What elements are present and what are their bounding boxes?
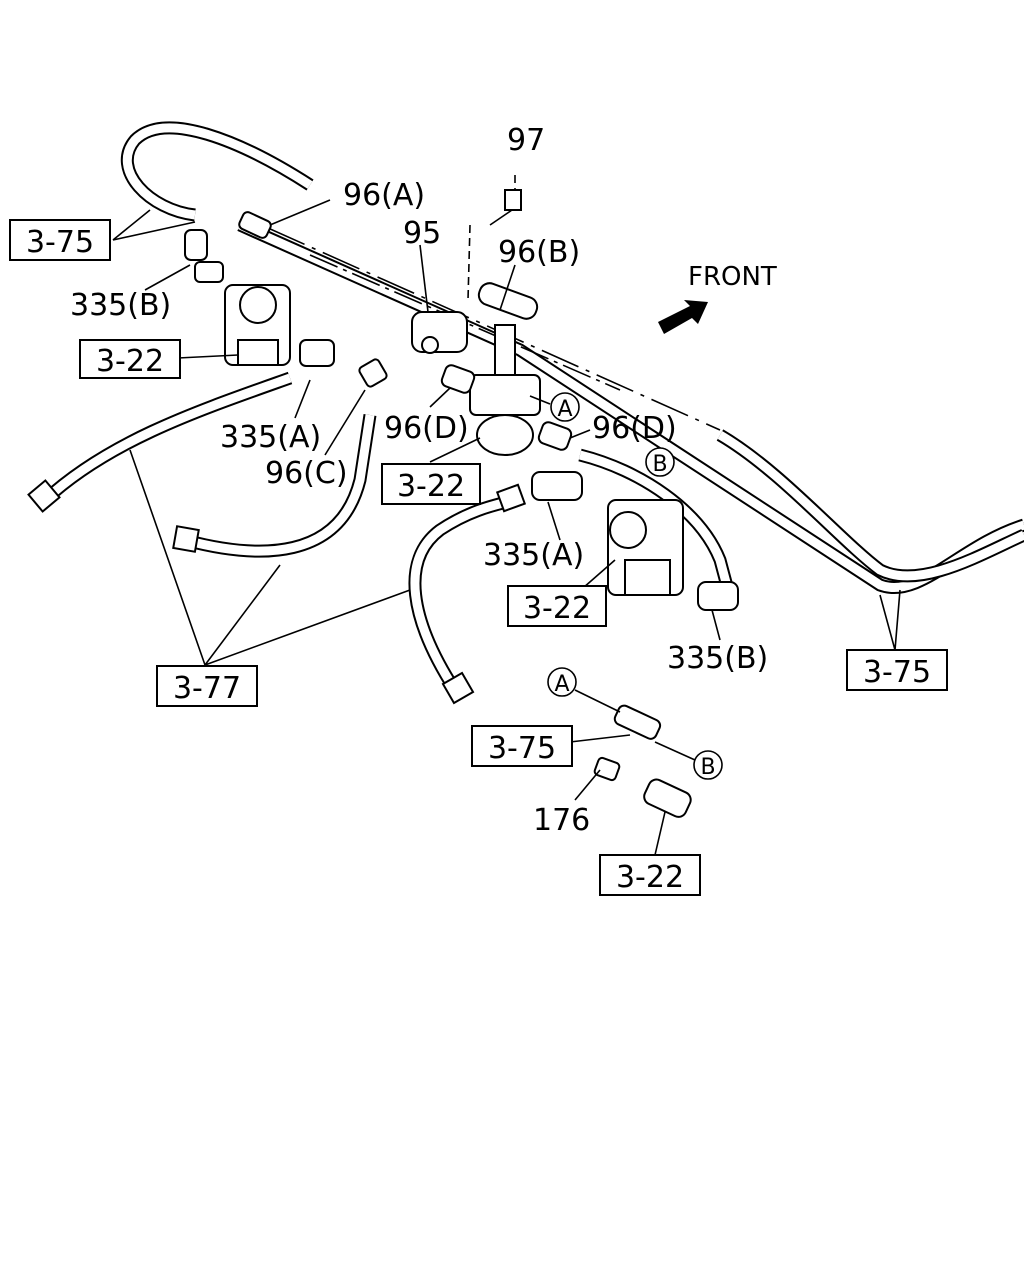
ref-box-3-75-right[interactable]: 3-75 xyxy=(846,649,948,691)
ref-box-3-75-bottom[interactable]: 3-75 xyxy=(471,725,573,767)
svg-text:3-75: 3-75 xyxy=(26,225,94,260)
connector-96b xyxy=(477,282,539,320)
label-335a-left: 335(A) xyxy=(220,420,321,455)
svg-text:3-77: 3-77 xyxy=(173,671,241,706)
ref-box-3-22-left[interactable]: 3-22 xyxy=(79,339,181,379)
front-direction-arrow: FRONT xyxy=(658,262,777,334)
label-176: 176 xyxy=(533,803,590,838)
air-line-main xyxy=(121,121,1024,594)
flex-hoses xyxy=(27,371,527,705)
leader-lines xyxy=(112,175,901,856)
label-335b-top: 335(B) xyxy=(70,288,171,323)
circle-a-bottom: A xyxy=(547,667,577,697)
label-96d-right: 96(D) xyxy=(592,411,677,446)
ref-box-3-22-right[interactable]: 3-22 xyxy=(507,585,607,627)
fittings xyxy=(184,211,739,818)
svg-text:3-75: 3-75 xyxy=(488,731,556,766)
label-335b-right: 335(B) xyxy=(667,641,768,676)
ref-box-3-75-top-left[interactable]: 3-75 xyxy=(9,219,111,261)
svg-text:3-22: 3-22 xyxy=(523,591,591,626)
svg-text:3-75: 3-75 xyxy=(863,655,931,690)
svg-text:3-22: 3-22 xyxy=(397,469,465,504)
svg-text:3-22: 3-22 xyxy=(616,860,684,895)
label-95: 95 xyxy=(403,216,441,251)
svg-text:3-22: 3-22 xyxy=(96,344,164,379)
svg-text:A: A xyxy=(554,672,569,697)
ref-box-3-22-center[interactable]: 3-22 xyxy=(381,463,481,505)
label-96a: 96(A) xyxy=(343,178,425,213)
label-96c: 96(C) xyxy=(265,456,348,491)
relay-valve-left xyxy=(224,284,291,366)
label-97: 97 xyxy=(507,123,545,158)
ref-box-3-22-bottom[interactable]: 3-22 xyxy=(599,854,701,896)
svg-text:B: B xyxy=(652,452,667,477)
tee-fitting-95 xyxy=(411,311,468,354)
svg-text:B: B xyxy=(700,755,715,780)
label-96b: 96(B) xyxy=(498,235,580,270)
label-335a-mid: 335(A) xyxy=(483,538,584,573)
label-96d-left: 96(D) xyxy=(384,411,469,446)
circle-b-top: B xyxy=(645,447,675,477)
ref-box-3-77[interactable]: 3-77 xyxy=(156,665,258,707)
relay-valve-center xyxy=(469,324,541,456)
relay-valve-right xyxy=(607,499,684,596)
circle-b-bottom: B xyxy=(693,750,723,780)
bolt-97 xyxy=(489,189,522,226)
front-label: FRONT xyxy=(688,262,777,292)
circle-a-top: A xyxy=(550,392,580,422)
svg-text:A: A xyxy=(557,397,572,422)
